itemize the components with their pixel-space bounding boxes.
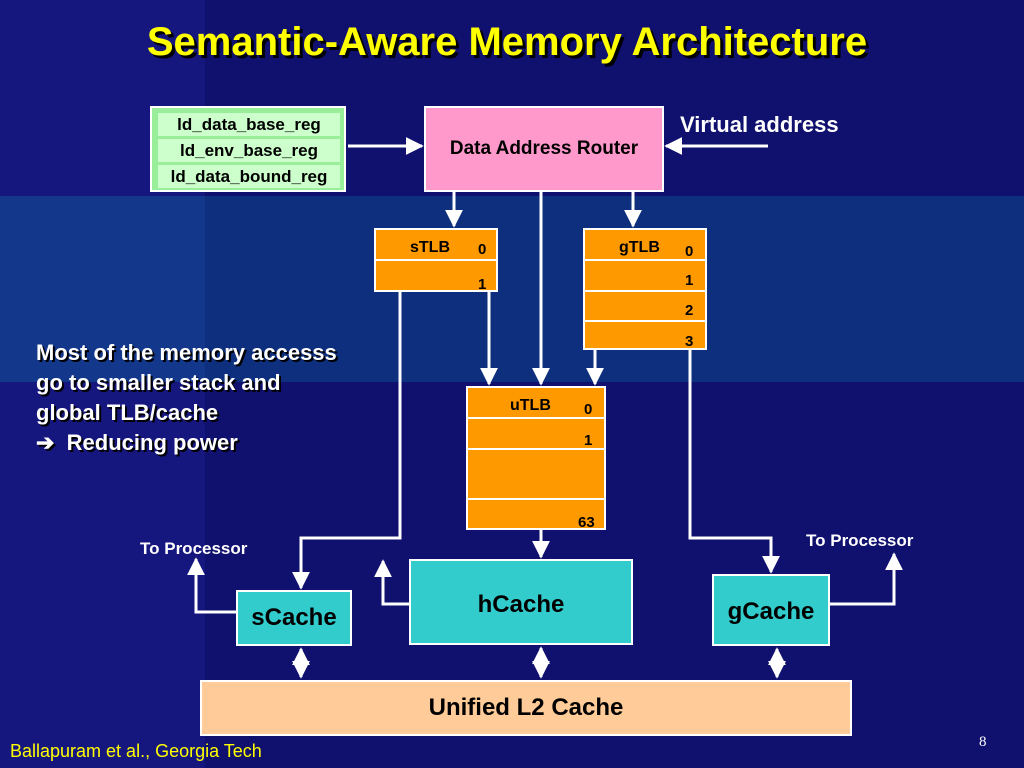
scache-label: sCache — [251, 604, 337, 631]
stlb-block: sTLB 0 1 — [374, 228, 498, 293]
register-ld-data-base: ld_data_base_reg — [158, 113, 340, 136]
gcache-box: gCache — [712, 574, 830, 646]
scache-box: sCache — [236, 590, 352, 646]
hcache-label: hCache — [477, 591, 565, 618]
gtlb-index-3: 3 — [685, 333, 694, 350]
utlb-block: uTLB 0 1 63 — [466, 386, 606, 531]
to-processor-left-label: To Processor — [140, 539, 248, 558]
utlb-divider-3 — [468, 498, 604, 500]
stlb-name: sTLB — [410, 239, 450, 256]
arrow-scache-to-processor — [187, 557, 236, 614]
register-ld-env-base: ld_env_base_reg — [158, 139, 340, 162]
to-processor-right-label: To Processor — [806, 531, 914, 550]
note-conclusion: Reducing power — [66, 430, 238, 455]
arrow-gcache-to-processor — [830, 552, 903, 606]
data-address-router: Data Address Router — [424, 106, 664, 192]
slide-title: Semantic-Aware Memory Architecture — [146, 20, 868, 64]
note-line-1: Most of the memory accesss — [36, 340, 337, 365]
utlb-index-63: 63 — [578, 514, 595, 531]
footer-credit: Ballapuram et al., Georgia Tech — [10, 741, 262, 761]
background-stripe-corner — [0, 196, 205, 382]
utlb-name: uTLB — [510, 397, 551, 414]
stlb-divider — [376, 259, 496, 261]
register-ld-data-bound: ld_data_bound_reg — [158, 165, 340, 188]
gtlb-divider-3 — [585, 320, 705, 322]
utlb-index-1: 1 — [584, 432, 593, 449]
gtlb-index-2: 2 — [685, 302, 694, 319]
unified-l2-cache: Unified L2 Cache — [200, 680, 852, 736]
register-block: ld_data_base_reg ld_env_base_reg ld_data… — [150, 106, 346, 192]
utlb-index-0: 0 — [584, 401, 593, 418]
right-arrow-icon: ➔ — [36, 430, 55, 455]
hcache-box: hCache — [409, 559, 633, 645]
gtlb-index-1: 1 — [685, 272, 694, 289]
l2-label: Unified L2 Cache — [428, 694, 624, 721]
arrow-gtlb-to-gcache — [688, 350, 780, 574]
note-conclusion-row: ➔ Reducing power — [36, 428, 406, 458]
note-text: Most of the memory accesss go to smaller… — [36, 338, 406, 458]
utlb-divider-1 — [468, 417, 604, 419]
router-label: Data Address Router — [449, 138, 639, 159]
note-line-3: global TLB/cache — [36, 400, 219, 425]
virtual-address-label: Virtual address — [680, 112, 839, 137]
gtlb-divider-1 — [585, 259, 705, 261]
gtlb-divider-2 — [585, 290, 705, 292]
gtlb-index-0: 0 — [685, 243, 694, 260]
arrow-hcache-to-left — [374, 559, 409, 606]
note-line-2: go to smaller stack and — [36, 370, 281, 395]
utlb-divider-2 — [468, 448, 604, 450]
gtlb-name: gTLB — [619, 239, 660, 256]
stlb-index-1: 1 — [478, 276, 487, 293]
gcache-label: gCache — [727, 598, 815, 625]
arrow-stlb-to-scache — [292, 292, 402, 590]
gtlb-block: gTLB 0 1 2 3 — [583, 228, 707, 350]
page-number: 8 — [979, 734, 987, 750]
stlb-index-0: 0 — [478, 241, 487, 258]
